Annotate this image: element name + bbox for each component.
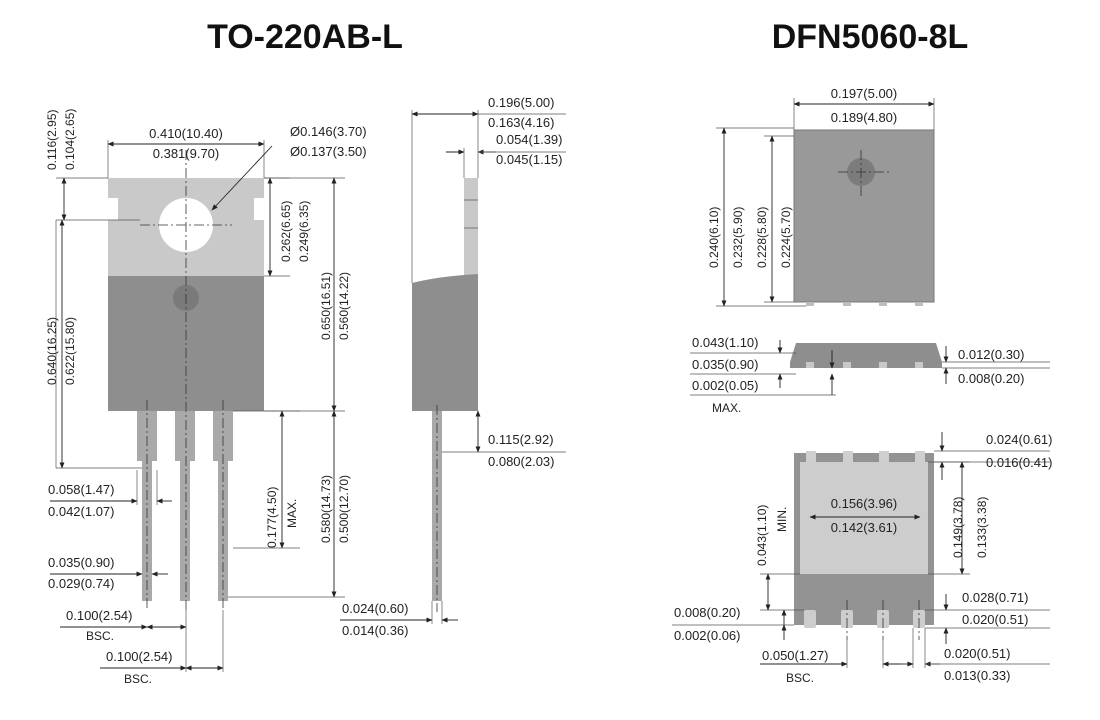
to220-side-dimensions: 0.196(5.00) 0.163(4.16) 0.054(1.39) 0.04… xyxy=(340,95,566,638)
dfn-edge-max: 0.008(0.20) xyxy=(674,605,741,620)
dfn-w-max: 0.197(5.00) xyxy=(831,86,898,101)
dim-width-min: 0.381(9.70) xyxy=(153,146,220,161)
dim-pitch1-note: BSC. xyxy=(86,629,114,643)
dfn-pitch: 0.050(1.27) xyxy=(762,648,829,663)
dfn-title: DFN5060-8L xyxy=(772,18,969,56)
dfn-t-max: 0.043(1.10) xyxy=(692,335,759,350)
dim-lead-off-min: 0.080(2.03) xyxy=(488,454,555,469)
dfn-pitch-note: BSC. xyxy=(786,671,814,685)
dfn-epad-w-max: 0.156(3.96) xyxy=(831,496,898,511)
dim-tab-t-min: 0.045(1.15) xyxy=(496,152,563,167)
dim-lead-t-min: 0.014(0.36) xyxy=(342,623,409,638)
dfn-side-dimensions: 0.043(1.10) 0.035(0.90) 0.002(0.05) MAX.… xyxy=(690,335,1050,415)
dfn-top-view xyxy=(793,129,935,306)
dfn-h2: 0.232(5.90) xyxy=(731,207,745,268)
dim-hole-max: Ø0.146(3.70) xyxy=(290,124,367,139)
dfn-pin-w-max: 0.020(0.51) xyxy=(944,646,1011,661)
to220-side-view xyxy=(412,178,478,612)
dfn-w-min: 0.189(4.80) xyxy=(831,110,898,125)
dim-body-h-max: 0.640(16.25) xyxy=(45,317,59,385)
dfn-pad-ext-max: 0.024(0.61) xyxy=(986,432,1053,447)
dim-lead-len-min: 0.500(12.70) xyxy=(337,475,351,543)
dfn-h3: 0.228(5.80) xyxy=(755,207,769,268)
dim-lead-thk-max: 0.035(0.90) xyxy=(48,555,115,570)
dfn-t-min: 0.035(0.90) xyxy=(692,357,759,372)
dim-hole-min: Ø0.137(3.50) xyxy=(290,144,367,159)
dim-lead-t-max: 0.024(0.60) xyxy=(342,601,409,616)
dfn-top-dimensions: 0.197(5.00) 0.189(4.80) 0.240(6.10) 0.23… xyxy=(707,86,935,307)
dim-top-thick-min: 0.104(2.65) xyxy=(63,109,77,170)
dim-side-t-max: 0.196(5.00) xyxy=(488,95,555,110)
dim-width-max: 0.410(10.40) xyxy=(149,126,223,141)
dim-top-thick-max: 0.116(2.95) xyxy=(45,110,59,171)
dim-shoulder-note: MAX. xyxy=(285,499,299,528)
dim-total-h-max: 0.650(16.51) xyxy=(319,272,333,340)
dim-pitch1: 0.100(2.54) xyxy=(66,608,133,623)
to220-leads xyxy=(137,411,233,601)
dim-side-t-min: 0.163(4.16) xyxy=(488,115,555,130)
dfn-epad-h-min: 0.133(3.38) xyxy=(975,497,989,558)
dfn-lf-max: 0.012(0.30) xyxy=(958,347,1025,362)
dfn-standoff: 0.002(0.05) xyxy=(692,378,759,393)
dim-lead-len-max: 0.580(14.73) xyxy=(319,475,333,543)
dim-lead-off-max: 0.115(2.92) xyxy=(488,432,554,447)
dfn-epad-len-note: MIN. xyxy=(775,507,789,532)
dfn-pin-len-min: 0.020(0.51) xyxy=(962,612,1029,627)
dim-hole-pos-min: 0.249(6.35) xyxy=(297,201,311,262)
dfn-epad-len: 0.043(1.10) xyxy=(755,505,769,566)
dim-body-h-min: 0.622(15.80) xyxy=(63,317,77,385)
dfn-standoff-note: MAX. xyxy=(712,401,741,415)
exposed-pad xyxy=(800,462,928,574)
dfn-pin-len-max: 0.028(0.71) xyxy=(962,590,1029,605)
to220-title: TO-220AB-L xyxy=(207,18,403,56)
dim-total-h-min: 0.560(14.22) xyxy=(337,272,351,340)
dim-lead-w-min: 0.042(1.07) xyxy=(48,504,115,519)
dfn-lf-min: 0.008(0.20) xyxy=(958,371,1025,386)
dfn-pad-ext-min: 0.016(0.41) xyxy=(986,455,1053,470)
dfn-edge-min: 0.002(0.06) xyxy=(674,628,741,643)
dfn-bottom-dimensions: 0.024(0.61) 0.016(0.41) 0.156(3.96) 0.14… xyxy=(672,432,1053,685)
dfn-epad-h-max: 0.149(3.78) xyxy=(951,497,965,558)
dfn-h4: 0.224(5.70) xyxy=(779,207,793,268)
to220-front-view xyxy=(108,150,264,610)
dim-shoulder-max: 0.177(4.50) xyxy=(265,487,279,548)
dim-pitch2-note: BSC. xyxy=(124,672,152,686)
dim-lead-w-max: 0.058(1.47) xyxy=(48,482,115,497)
dim-hole-pos-max: 0.262(6.65) xyxy=(279,201,293,262)
dim-tab-t-max: 0.054(1.39) xyxy=(496,132,563,147)
dfn-h1: 0.240(6.10) xyxy=(707,207,721,268)
to220-front-dimensions: 0.116(2.95) 0.104(2.65) 0.410(10.40) 0.3… xyxy=(45,109,367,686)
dfn-epad-w-min: 0.142(3.61) xyxy=(831,520,898,535)
dfn-pin-w-min: 0.013(0.33) xyxy=(944,668,1011,683)
dfn-bottom-view xyxy=(794,451,934,640)
dfn-side-view xyxy=(790,343,942,368)
dim-lead-thk-min: 0.029(0.74) xyxy=(48,576,115,591)
dim-pitch2: 0.100(2.54) xyxy=(106,649,173,664)
